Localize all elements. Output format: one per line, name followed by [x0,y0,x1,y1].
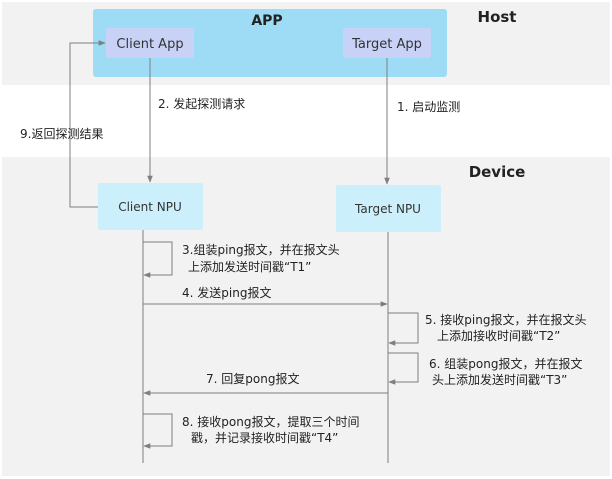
step1-label: 1. 启动监测 [397,100,460,114]
step3-self-arrow [143,241,173,278]
client-npu-label: Client NPU [118,200,182,214]
step9-arrow [69,40,106,208]
app-container [93,9,447,77]
target-app-node [343,28,431,58]
target-npu-node [336,185,441,232]
client-npu-node [98,183,203,230]
step6-label-line1: 6. 组装pong报文，并在报文 [429,356,582,371]
device-label: Device [469,163,526,181]
step6-label-line2: 头上添加发送时间戳“T3” [432,372,567,387]
target-app-label: Target App [351,37,422,52]
step8-self-arrow [143,413,173,449]
step3-label-line2: 上添加发送时间戳“T1” [188,259,311,274]
step3-label-line1: 3.组装ping报文，并在报文头 [182,242,340,257]
client-app-label: Client App [116,37,183,52]
step5-label-line2: 上添加接收时间戳“T2” [437,328,560,343]
step7-label: 7. 回复pong报文 [206,371,299,386]
step4-label: 4. 发送ping报文 [182,285,271,300]
step5-self-arrow [388,312,419,346]
app-label: APP [251,13,282,29]
client-app-node [106,28,194,58]
step5-label-line1: 5. 接收ping报文，并在报文头 [425,312,586,327]
step9-label: 9.返回探测结果 [20,127,103,141]
host-label: Host [478,8,517,26]
step2-label: 2. 发起探测请求 [158,96,245,111]
step8-label-line2: 戳，并记录接收时间戳“T4” [191,430,338,445]
step8-label-line1: 8. 接收pong报文，提取三个时间 [182,414,359,429]
step6-self-arrow [388,352,419,385]
target-npu-label: Target NPU [354,202,421,216]
